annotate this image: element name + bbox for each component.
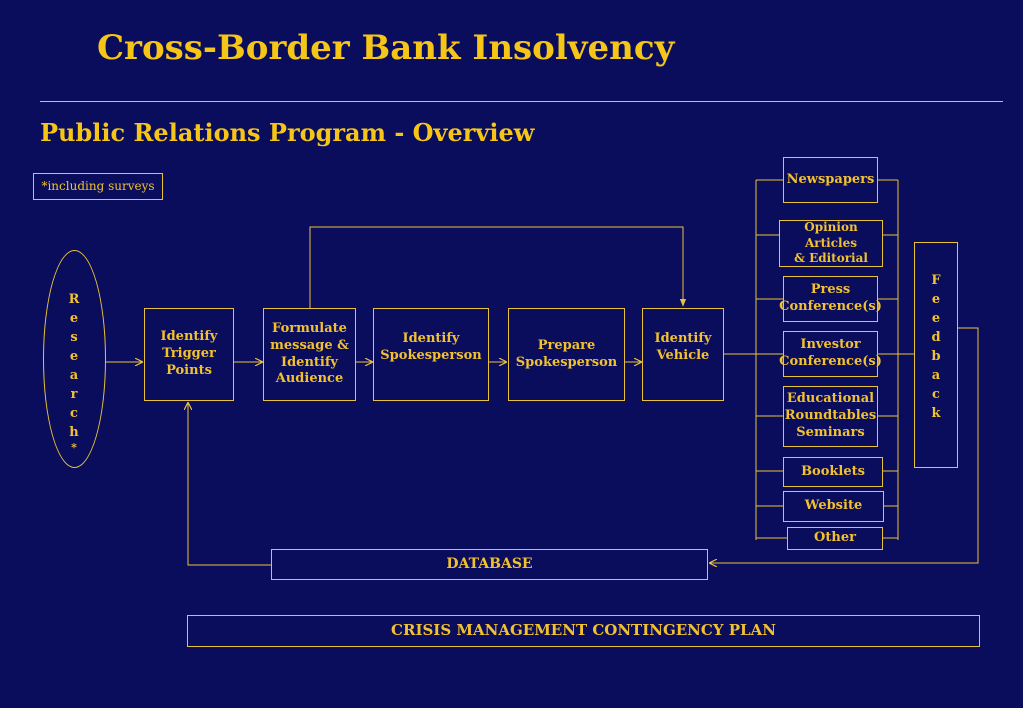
page-title: Cross-Border Bank Insolvency bbox=[97, 28, 675, 68]
feedback-label: F e e d b a c k bbox=[931, 273, 941, 421]
arrow-formulate-to-vehicle bbox=[309, 226, 687, 308]
vehicle-opinion-articles: Opinion Articles& Editorial bbox=[779, 220, 883, 267]
database-box: DATABASE bbox=[271, 549, 708, 580]
vehicle-booklets: Booklets bbox=[783, 457, 883, 487]
research-label: R e s e a r c h * bbox=[68, 292, 80, 454]
title-divider bbox=[40, 101, 1003, 102]
arrow-database-to-trigger bbox=[188, 403, 271, 566]
crisis-plan-box: CRISIS MANAGEMENT CONTINGENCY PLAN bbox=[187, 615, 980, 647]
vehicle-newspapers: Newspapers bbox=[783, 157, 878, 203]
page-subtitle: Public Relations Program - Overview bbox=[40, 118, 535, 147]
research-ellipse bbox=[43, 250, 106, 468]
vehicle-other: Other bbox=[787, 527, 883, 550]
arrow-feedback-to-database bbox=[710, 327, 979, 563]
vehicle-website: Website bbox=[783, 491, 884, 522]
feedback-box bbox=[914, 242, 958, 468]
surveys-note: *including surveys bbox=[33, 173, 163, 200]
